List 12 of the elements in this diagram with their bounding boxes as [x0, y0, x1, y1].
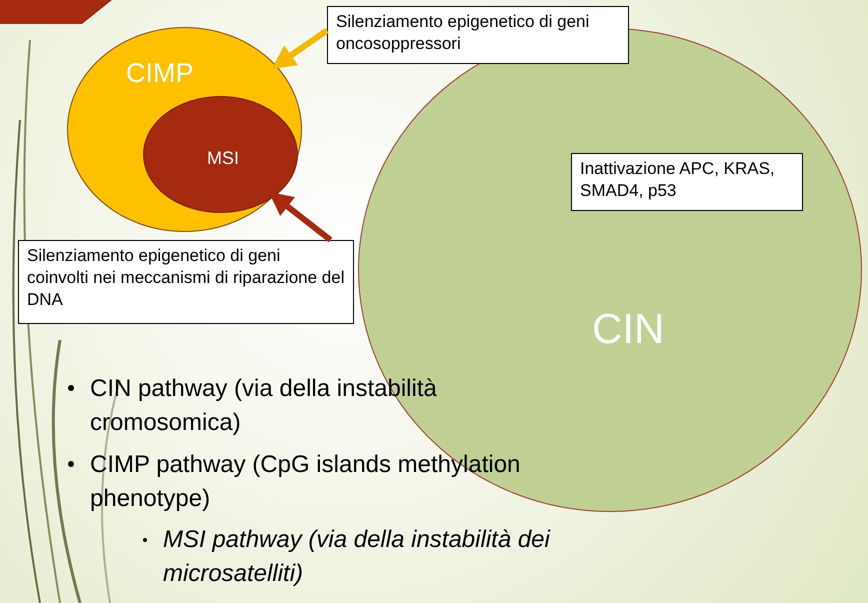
callout-text: Inattivazione APC, KRAS, SMAD4, p53 — [579, 158, 776, 202]
circle-label: CIMP — [126, 57, 194, 90]
bullet-text: MSI pathway (via della instabilità dei microsatelliti) — [163, 525, 552, 589]
arrow — [271, 28, 329, 70]
arrow — [268, 192, 332, 242]
callout-box — [18, 240, 354, 324]
circle-label: CIN — [592, 304, 664, 354]
callout-box — [571, 153, 803, 211]
callout-box — [327, 6, 629, 64]
callout-text: Silenziamento epigenetico di geni coinvolti nei meccanismi di riparazione del DNA — [26, 245, 346, 311]
ellipse-label: MSI — [207, 147, 240, 170]
callout-text: Silenziamento epigenetico di geni oncosoppressori — [335, 11, 590, 55]
